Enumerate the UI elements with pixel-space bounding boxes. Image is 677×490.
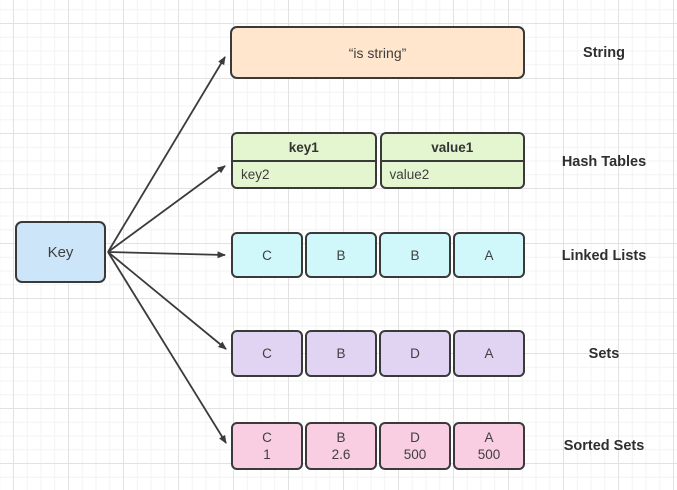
arrow-key-to-set: [107, 251, 227, 350]
hash-key-header: key1: [233, 134, 375, 162]
sorted-set-member: B: [336, 430, 346, 445]
sorted-set-cell: C 1: [231, 422, 303, 470]
hash-value-header: value1: [381, 134, 523, 162]
set-cell: A: [453, 330, 525, 377]
linked-list-cell: B: [379, 232, 451, 278]
sorted-set-cell: B 2.6: [305, 422, 377, 470]
sorted-set-score: 1: [263, 447, 271, 462]
linked-list-cell: B: [305, 232, 377, 278]
type-label-linked-lists: Linked Lists: [561, 248, 647, 264]
type-label-hash-tables: Hash Tables: [561, 154, 647, 170]
key-node: Key: [15, 221, 106, 283]
sorted-set-score: 500: [403, 447, 427, 462]
sorted-set-member: C: [262, 430, 272, 445]
sorted-set-node: C 1 B 2.6 D 500 A 500: [231, 422, 525, 470]
hash-value-cell: value2: [389, 167, 430, 182]
arrow-key-to-string: [107, 56, 226, 253]
linked-list-cell: A: [453, 232, 525, 278]
arrow-key-to-sorted-set: [107, 251, 227, 444]
set-node: C B D A: [231, 330, 525, 377]
sorted-set-member: D: [410, 430, 420, 445]
sorted-set-member: A: [484, 430, 494, 445]
sorted-set-score: 2.6: [331, 447, 351, 462]
hash-key-cell: key2: [241, 167, 270, 182]
hash-value-column: value1 value2: [379, 132, 525, 189]
string-value-node: “is string”: [230, 26, 525, 79]
hash-key-column: key1 key2: [231, 132, 377, 189]
type-label-string: String: [583, 45, 625, 61]
arrow-key-to-linked-list: [107, 251, 226, 259]
set-cell: B: [305, 330, 377, 377]
arrow-key-to-hash: [107, 165, 226, 253]
type-label-sorted-sets: Sorted Sets: [563, 438, 645, 454]
sorted-set-cell: A 500: [453, 422, 525, 470]
linked-list-node: C B B A: [231, 232, 525, 278]
linked-list-cell: C: [231, 232, 303, 278]
set-cell: C: [231, 330, 303, 377]
string-value-text: “is string”: [348, 44, 407, 61]
sorted-set-score: 500: [477, 447, 501, 462]
set-cell: D: [379, 330, 451, 377]
key-node-label: Key: [47, 243, 74, 261]
hash-table-node: key1 key2 value1 value2: [231, 132, 525, 189]
type-label-sets: Sets: [588, 346, 620, 362]
sorted-set-cell: D 500: [379, 422, 451, 470]
